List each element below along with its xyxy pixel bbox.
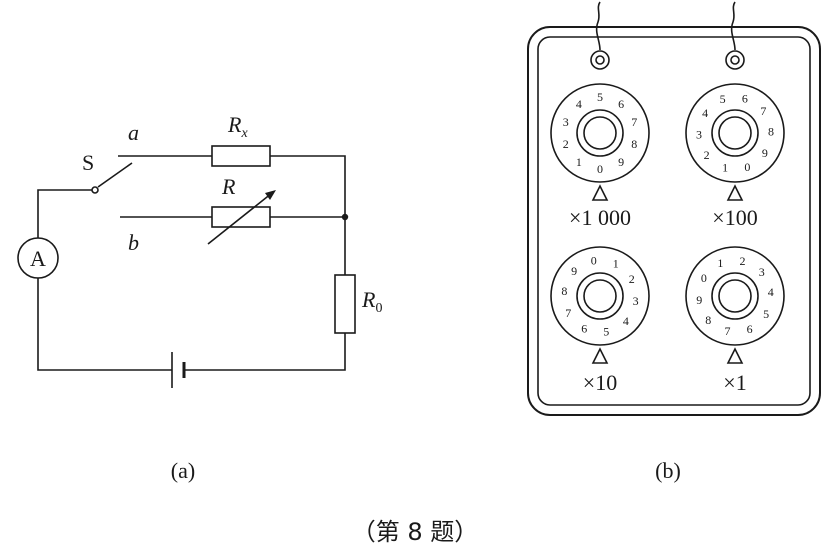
variable-arrow (207, 192, 273, 245)
dial-digit: 8 (561, 284, 567, 298)
dial-2[interactable]: 0 12 345 67 89 ×10 (550, 246, 650, 395)
dial-digit: 6 (747, 322, 753, 336)
dial-digit: 3 (633, 294, 639, 308)
terminal-left (590, 1, 610, 70)
box-outer (527, 26, 821, 416)
dial-digit: 2 (563, 137, 569, 151)
dial-digit: 1 (576, 155, 582, 169)
dial-face[interactable] (685, 246, 785, 346)
dial-digit: 0 (591, 254, 597, 268)
contact-a-label: a (128, 120, 139, 145)
dial-digit: 7 (760, 104, 766, 118)
switch-pivot (91, 186, 99, 194)
r-label: R (221, 174, 236, 199)
dial-digit: 3 (563, 115, 569, 129)
contact-b-label: b (128, 230, 139, 255)
dial-digit: 2 (739, 254, 745, 268)
r0-label-main: R (361, 287, 376, 312)
dial-digit: 8 (631, 137, 637, 151)
dial-0[interactable]: 0 12 34 5 67 89 ×1 000 (550, 83, 650, 230)
dial-3[interactable]: 01 234 56 789 ×1 (685, 246, 785, 395)
box-inner (537, 36, 811, 406)
dial-face[interactable] (550, 83, 650, 183)
resistor-r0 (334, 274, 356, 334)
dial-digit: 7 (631, 115, 637, 129)
dial-digit: 1 (613, 257, 619, 271)
dial-digit: 8 (705, 313, 711, 327)
dial-digit: 9 (696, 293, 702, 307)
dial-digit: 3 (759, 265, 765, 279)
dial-digit: 0 (597, 162, 603, 176)
dial-digit: 4 (576, 97, 582, 111)
dial-knob-inner[interactable] (718, 116, 752, 150)
dial-multiplier-label: ×10 (583, 370, 617, 395)
dial-knob-outer[interactable] (576, 272, 624, 320)
terminal-right (725, 1, 745, 70)
dial-multiplier-label: ×1 (723, 370, 746, 395)
ammeter-symbol: A (30, 246, 46, 271)
dial-face[interactable] (685, 83, 785, 183)
rx-label-main: R (227, 112, 242, 137)
dial-digit: 6 (581, 321, 587, 335)
dial-digit: 2 (629, 272, 635, 286)
dial-face[interactable] (550, 246, 650, 346)
dial-digit: 9 (571, 264, 577, 278)
dial-digit: 4 (768, 285, 774, 299)
dial-digit: 1 (717, 256, 723, 270)
dial-digit: 5 (603, 324, 609, 338)
dial-digit: 2 (704, 148, 710, 162)
dial-knob-inner[interactable] (718, 279, 752, 313)
circuit-diagram: A S a Rx R b R0 (a) (17, 112, 382, 483)
caption-b: (b) (655, 458, 681, 483)
arrow-head-icon (265, 190, 276, 200)
dial-digit: 5 (597, 90, 603, 104)
dial-knob-outer[interactable] (711, 109, 759, 157)
dial-digit: 9 (618, 155, 624, 169)
pointer-triangle-icon (726, 347, 744, 364)
junction-dot (341, 213, 349, 221)
pointer-triangle-icon (591, 184, 609, 201)
r0-label: R0 (361, 287, 382, 316)
dial-digit: 6 (742, 91, 748, 105)
wire-left-bottom (37, 278, 172, 371)
dial-digit: 4 (702, 106, 708, 120)
dial-digit: 1 (722, 161, 728, 175)
wire-right-bottom (184, 333, 346, 371)
dial-digit: 6 (618, 97, 624, 111)
dial-knob-outer[interactable] (576, 109, 624, 157)
dial-multiplier-label: ×100 (712, 205, 757, 230)
dial-digit: 7 (565, 306, 571, 320)
pointer-triangle-icon (591, 347, 609, 364)
dial-digit: 3 (696, 127, 702, 141)
switch-label: S (82, 150, 94, 175)
dial-digit: 9 (762, 146, 768, 160)
r0-label-sub: 0 (375, 301, 382, 316)
switch-blade (97, 162, 133, 188)
problem-label: （第 8 题） (352, 518, 479, 546)
resistor-rx (211, 145, 271, 167)
dial-digit: 0 (701, 271, 707, 285)
dial-knob-inner[interactable] (583, 116, 617, 150)
rx-label-sub: x (240, 126, 248, 141)
wire-a-right (270, 155, 346, 275)
dial-digit: 0 (744, 160, 750, 174)
wire-left (37, 189, 92, 238)
dial-multiplier-label: ×1 000 (569, 205, 631, 230)
dial-digit: 5 (720, 92, 726, 106)
dial-digit: 8 (768, 125, 774, 139)
dial-knob-inner[interactable] (583, 279, 617, 313)
pointer-triangle-icon (726, 184, 744, 201)
dial-knob-outer[interactable] (711, 272, 759, 320)
ammeter-icon (17, 237, 59, 279)
dial-digit: 7 (725, 324, 731, 338)
dial-digit: 4 (623, 314, 629, 328)
rx-label: Rx (227, 112, 248, 141)
caption-a: (a) (171, 458, 195, 483)
dial-digit: 5 (763, 307, 769, 321)
